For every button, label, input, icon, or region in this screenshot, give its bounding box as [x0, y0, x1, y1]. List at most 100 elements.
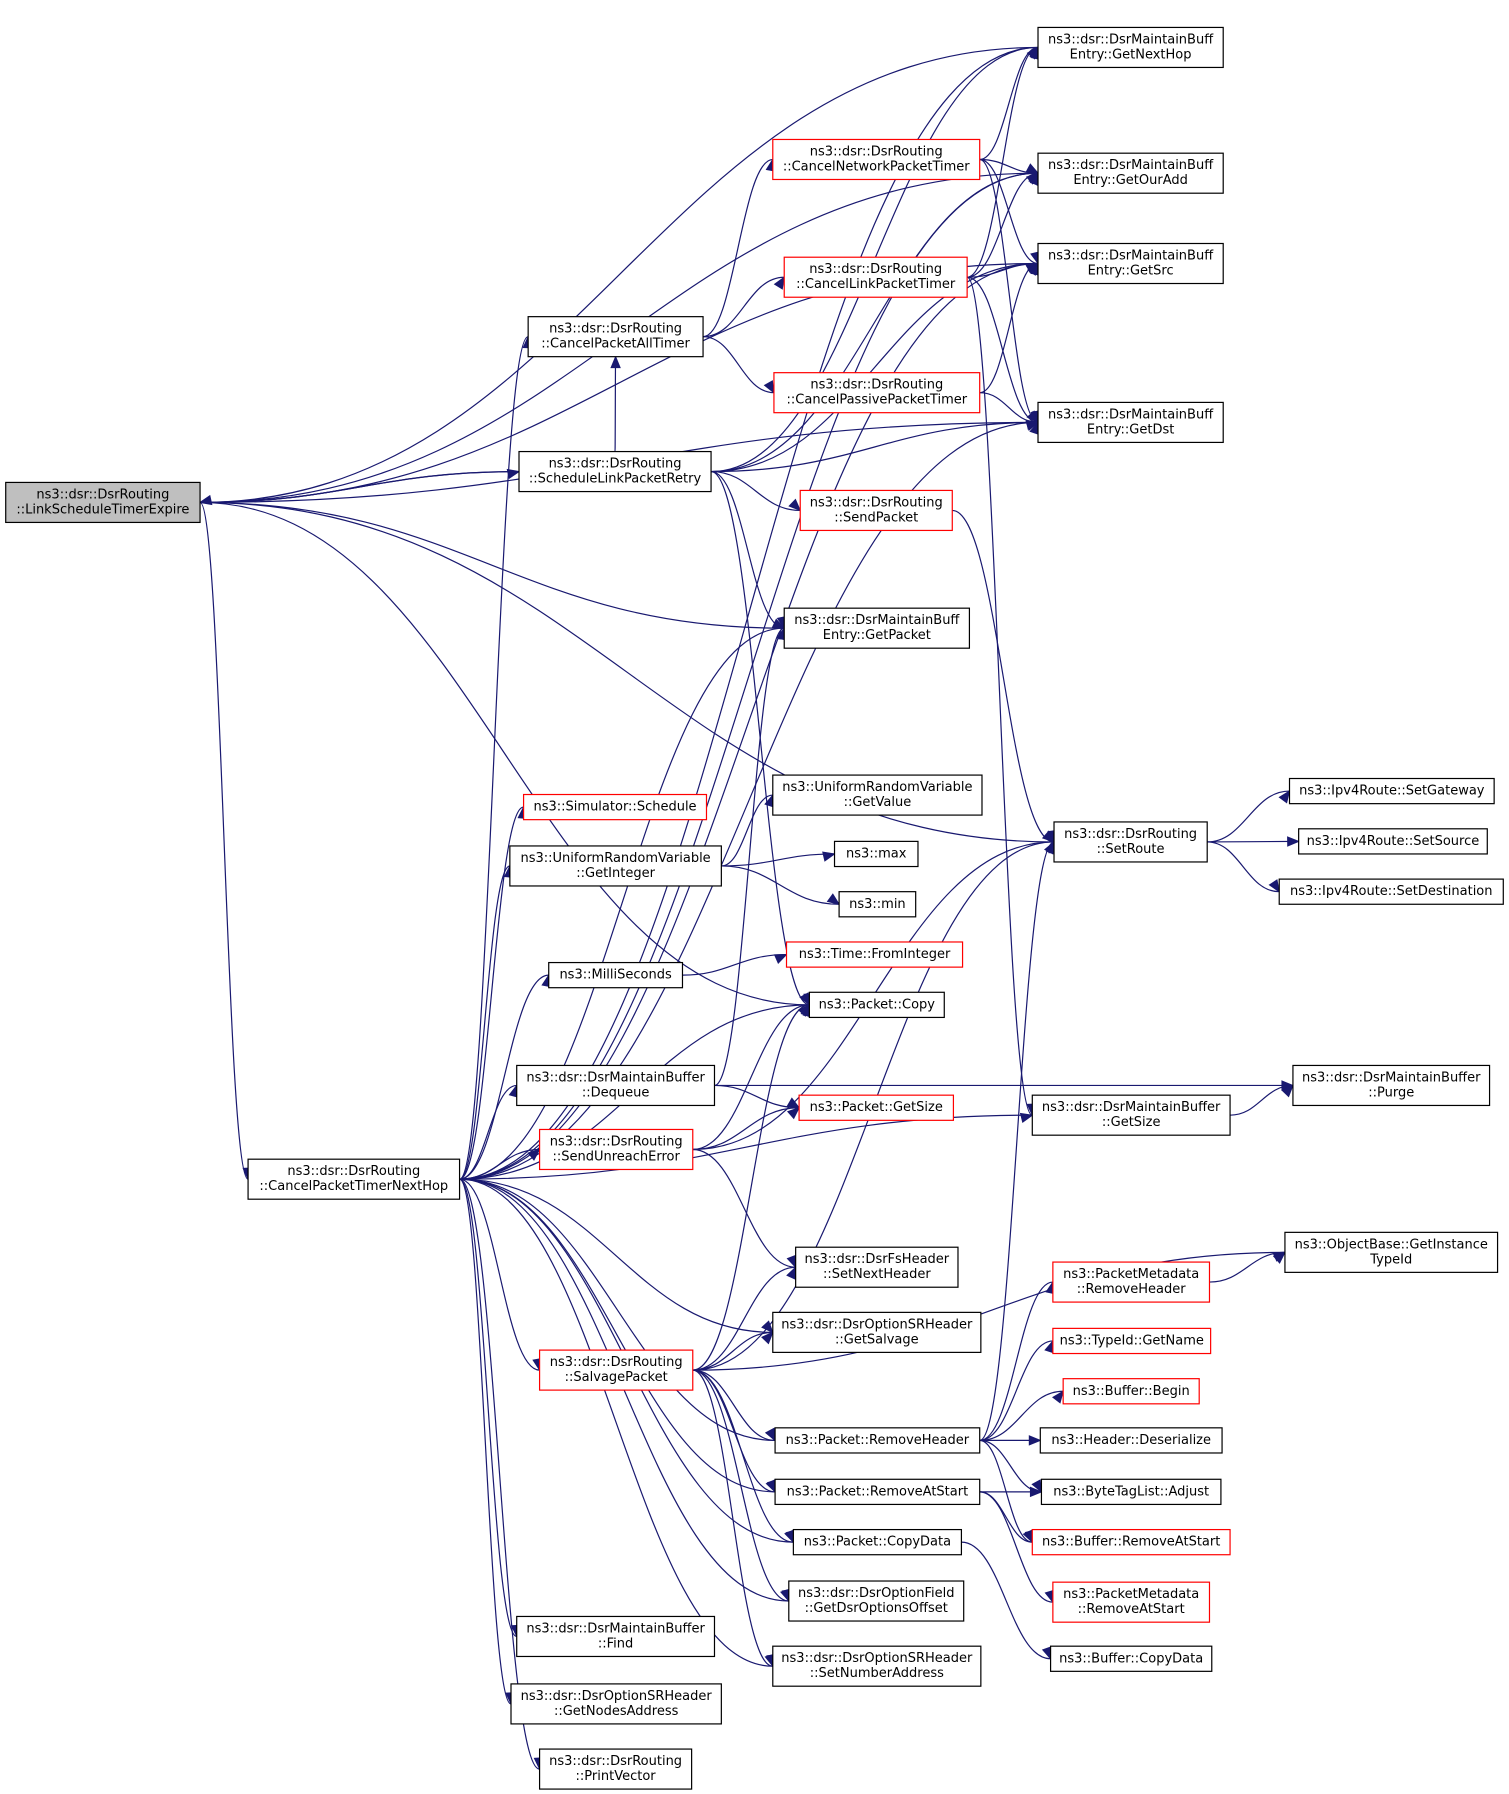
- node-urvGetValue[interactable]: ns3::UniformRandomVariable::GetValue: [772, 774, 983, 816]
- node-pmRemoveAtStart[interactable]: ns3::PacketMetadata::RemoveAtStart: [1052, 1581, 1211, 1623]
- node-setGateway[interactable]: ns3::Ipv4Route::SetGateway: [1288, 777, 1495, 805]
- node-box: [798, 1094, 955, 1121]
- edge-line: [692, 1251, 1285, 1371]
- node-packetRemoveAtStart[interactable]: ns3::Packet::RemoveAtStart: [774, 1478, 981, 1506]
- node-label-line: ns3::dsr::DsrRouting: [550, 1134, 683, 1149]
- node-setNumberAddress[interactable]: ns3::dsr::DsrOptionSRHeader::SetNumberAd…: [772, 1645, 982, 1687]
- node-getOurAdd[interactable]: ns3::dsr::DsrMaintainBuffEntry::GetOurAd…: [1037, 152, 1224, 194]
- node-printVector[interactable]: ns3::dsr::DsrRouting::PrintVector: [538, 1748, 693, 1790]
- node-box: [1040, 1478, 1222, 1506]
- node-bufferRemoveAtStart[interactable]: ns3::Buffer::RemoveAtStart: [1031, 1528, 1231, 1556]
- edge-line: [459, 46, 1039, 1180]
- node-pmRemoveHeader[interactable]: ns3::PacketMetadata::RemoveHeader: [1052, 1261, 1211, 1303]
- node-box: [774, 1478, 981, 1506]
- node-label-line: ::CancelPacketTimerNextHop: [259, 1179, 448, 1194]
- edge-cancelNextHop-to-packetRemoveHeader: [459, 1178, 776, 1442]
- node-scheduleRetry[interactable]: ns3::dsr::DsrRouting::ScheduleLinkPacket…: [518, 450, 712, 493]
- node-purge[interactable]: ns3::dsr::DsrMaintainBuffer::Purge: [1292, 1064, 1491, 1107]
- node-typeIdGetName[interactable]: ns3::TypeId::GetName: [1052, 1327, 1212, 1355]
- node-packetRemoveHeader[interactable]: ns3::Packet::RemoveHeader: [774, 1427, 981, 1454]
- node-cancelAll[interactable]: ns3::dsr::DsrRouting::CancelPacketAllTim…: [527, 316, 704, 358]
- node-headerDeserialize[interactable]: ns3::Header::Deserialize: [1039, 1427, 1223, 1454]
- node-setSource[interactable]: ns3::Ipv4Route::SetSource: [1298, 828, 1488, 855]
- node-milliSeconds[interactable]: ns3::MilliSeconds: [548, 961, 684, 989]
- node-getNextHop[interactable]: ns3::dsr::DsrMaintainBuffEntry::GetNextH…: [1037, 26, 1224, 69]
- arrowhead: [1025, 163, 1040, 174]
- node-urvGetInteger[interactable]: ns3::UniformRandomVariable::GetInteger: [509, 845, 722, 887]
- node-box: [516, 1064, 716, 1107]
- node-sendUnreach[interactable]: ns3::dsr::DsrRouting::SendUnreachError: [538, 1128, 694, 1171]
- edge-line: [200, 46, 1039, 504]
- node-root[interactable]: ns3::dsr::DsrRouting::LinkScheduleTimerE…: [5, 481, 201, 524]
- node-label-line: ::SetNextHeader: [823, 1267, 931, 1282]
- node-min[interactable]: ns3::min: [838, 891, 917, 918]
- node-box: [1052, 1261, 1211, 1303]
- node-dequeue[interactable]: ns3::dsr::DsrMaintainBuffer::Dequeue: [516, 1064, 716, 1107]
- node-simSchedule[interactable]: ns3::Simulator::Schedule: [522, 793, 708, 821]
- node-box: [1037, 242, 1224, 285]
- node-box: [772, 138, 981, 181]
- node-bufferBegin[interactable]: ns3::Buffer::Begin: [1062, 1378, 1200, 1405]
- node-label-line: ns3::dsr::DsrOptionSRHeader: [781, 1317, 973, 1332]
- node-setDestination[interactable]: ns3::Ipv4Route::SetDestination: [1278, 878, 1504, 905]
- node-box: [509, 845, 722, 887]
- node-cancelNetwork[interactable]: ns3::dsr::DsrRouting::CancelNetworkPacke…: [772, 138, 981, 181]
- node-label-line: ns3::dsr::DsrMaintainBuff: [794, 613, 960, 628]
- node-byteTagAdjust[interactable]: ns3::ByteTagList::Adjust: [1040, 1478, 1222, 1506]
- node-salvagePacket[interactable]: ns3::dsr::DsrRouting::SalvagePacket: [538, 1349, 694, 1391]
- node-setNextHeader[interactable]: ns3::dsr::DsrFsHeader::SetNextHeader: [795, 1246, 959, 1288]
- node-bufferCopyData[interactable]: ns3::Buffer::CopyData: [1049, 1645, 1213, 1672]
- edge-line: [692, 1369, 776, 1442]
- edge-line: [199, 501, 249, 1180]
- node-label-line: ns3::dsr::DsrRouting: [810, 495, 943, 510]
- node-label-line: ns3::ByteTagList::Adjust: [1053, 1484, 1209, 1499]
- node-label-line: ::RemoveHeader: [1077, 1282, 1187, 1297]
- edge-line: [952, 509, 1055, 843]
- node-box: [772, 1311, 982, 1353]
- node-cancelLink[interactable]: ns3::dsr::DsrRouting::CancelLinkPacketTi…: [783, 256, 968, 298]
- node-getSalvage[interactable]: ns3::dsr::DsrOptionSRHeader::GetSalvage: [772, 1311, 982, 1353]
- node-label-line: ns3::dsr::DsrFsHeader: [804, 1252, 949, 1267]
- edge-packetRemoveHeader-to-bufferBegin: [979, 1390, 1064, 1442]
- node-cancelPassive[interactable]: ns3::dsr::DsrRouting::CancelPassivePacke…: [773, 372, 981, 414]
- edge-line: [979, 262, 1039, 394]
- edge-cancelNextHop-to-printVector: [459, 1178, 545, 1771]
- node-bufGetSize[interactable]: ns3::dsr::DsrMaintainBuffer::GetSize: [1031, 1094, 1231, 1136]
- edge-line: [979, 158, 1039, 265]
- arrowhead: [786, 1254, 797, 1269]
- node-label-line: ns3::dsr::DsrRouting: [810, 378, 943, 393]
- edge-line: [979, 46, 1039, 161]
- node-bufFind[interactable]: ns3::dsr::DsrMaintainBuffer::Find: [516, 1615, 716, 1658]
- edge-cancelNextHop-to-bufFind: [459, 1178, 522, 1638]
- edge-pmRemoveHeader-to-getInstanceTypeId: [1209, 1251, 1286, 1283]
- node-getDsrOptionsOffset[interactable]: ns3::dsr::DsrOptionField::GetDsrOptionsO…: [788, 1580, 965, 1622]
- node-box: [1052, 1327, 1212, 1355]
- node-packetGetSize[interactable]: ns3::Packet::GetSize: [798, 1094, 955, 1121]
- edge-line: [459, 1178, 512, 1705]
- node-label-line: ns3::Packet::RemoveHeader: [786, 1433, 970, 1448]
- edge-scheduleRetry-to-getOurAdd: [711, 172, 1039, 473]
- arrowhead: [822, 851, 836, 862]
- arrowhead: [1268, 879, 1280, 893]
- node-box: [1053, 821, 1208, 863]
- node-box: [548, 961, 684, 989]
- node-packetCopyData[interactable]: ns3::Packet::CopyData: [792, 1528, 963, 1556]
- edge-cancelPassive-to-getSrc: [979, 262, 1041, 394]
- edge-line: [1230, 1084, 1293, 1116]
- node-box: [527, 316, 704, 358]
- node-getNodesAddress[interactable]: ns3::dsr::DsrOptionSRHeader::GetNodesAdd…: [510, 1683, 722, 1725]
- node-packetCopy[interactable]: ns3::Packet::Copy: [808, 991, 945, 1019]
- edge-scheduleRetry-to-sendPacket: [711, 470, 802, 512]
- arrowhead: [788, 498, 802, 512]
- node-max[interactable]: ns3::max: [833, 840, 919, 868]
- node-getPacket[interactable]: ns3::dsr::DsrMaintainBuffEntry::GetPacke…: [783, 607, 971, 649]
- node-sendPacket[interactable]: ns3::dsr::DsrRouting::SendPacket: [799, 489, 953, 532]
- edge-packetCopyData-to-bufferCopyData: [961, 1541, 1052, 1661]
- node-label-line: ::CancelPassivePacketTimer: [787, 393, 968, 408]
- node-cancelNextHop[interactable]: ns3::dsr::DsrRouting::CancelPacketTimerN…: [247, 1158, 461, 1200]
- node-timeFromInteger[interactable]: ns3::Time::FromInteger: [785, 941, 964, 968]
- node-setRoute[interactable]: ns3::dsr::DsrRouting::SetRoute: [1053, 821, 1208, 863]
